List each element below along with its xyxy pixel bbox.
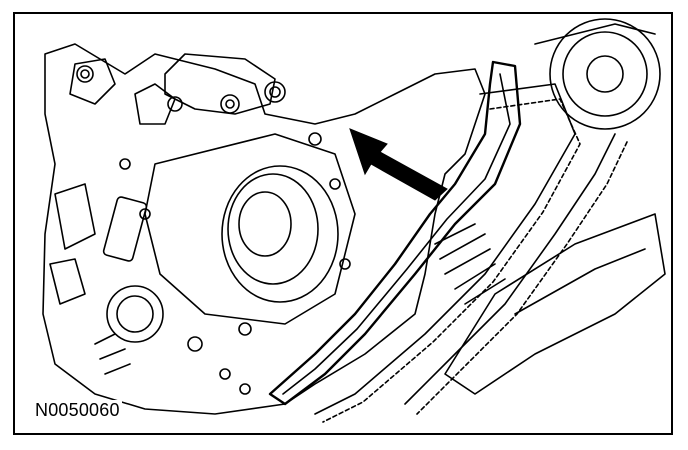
crank-seal-outer: [221, 165, 339, 303]
cam-sprocket: [549, 18, 661, 130]
chain-guide: [268, 60, 522, 406]
engine-front-line-drawing: [42, 18, 666, 423]
timing-chain-right: [404, 133, 616, 405]
lower-left-bore: [106, 285, 164, 343]
figure-id-label: N0050060: [33, 400, 122, 421]
illustration-frame: N0050060: [13, 12, 673, 435]
timing-chain-left: [314, 83, 576, 415]
indicator-arrow: [349, 128, 448, 201]
